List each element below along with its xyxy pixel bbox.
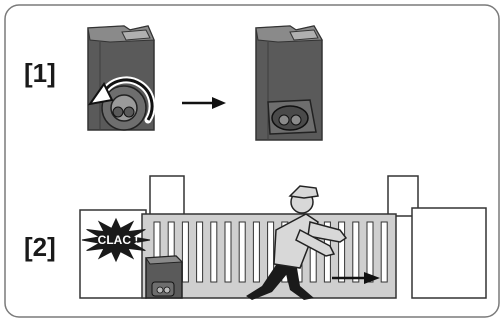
gate-slat xyxy=(211,222,217,282)
gate-slat xyxy=(253,222,259,282)
gate-slat xyxy=(197,222,203,282)
step1-motor-after xyxy=(256,26,322,140)
gate-slat xyxy=(225,222,231,282)
step-2-label: [2] xyxy=(24,232,56,263)
gate-slat xyxy=(367,222,373,282)
gate-slat xyxy=(381,222,387,282)
gate-motor xyxy=(146,256,182,298)
gate-slat xyxy=(182,222,188,282)
gate-slat xyxy=(353,222,359,282)
step-1-label: [1] xyxy=(24,58,56,89)
sound-effect-text: CLAC ! xyxy=(98,233,139,247)
gate-slat xyxy=(239,222,245,282)
